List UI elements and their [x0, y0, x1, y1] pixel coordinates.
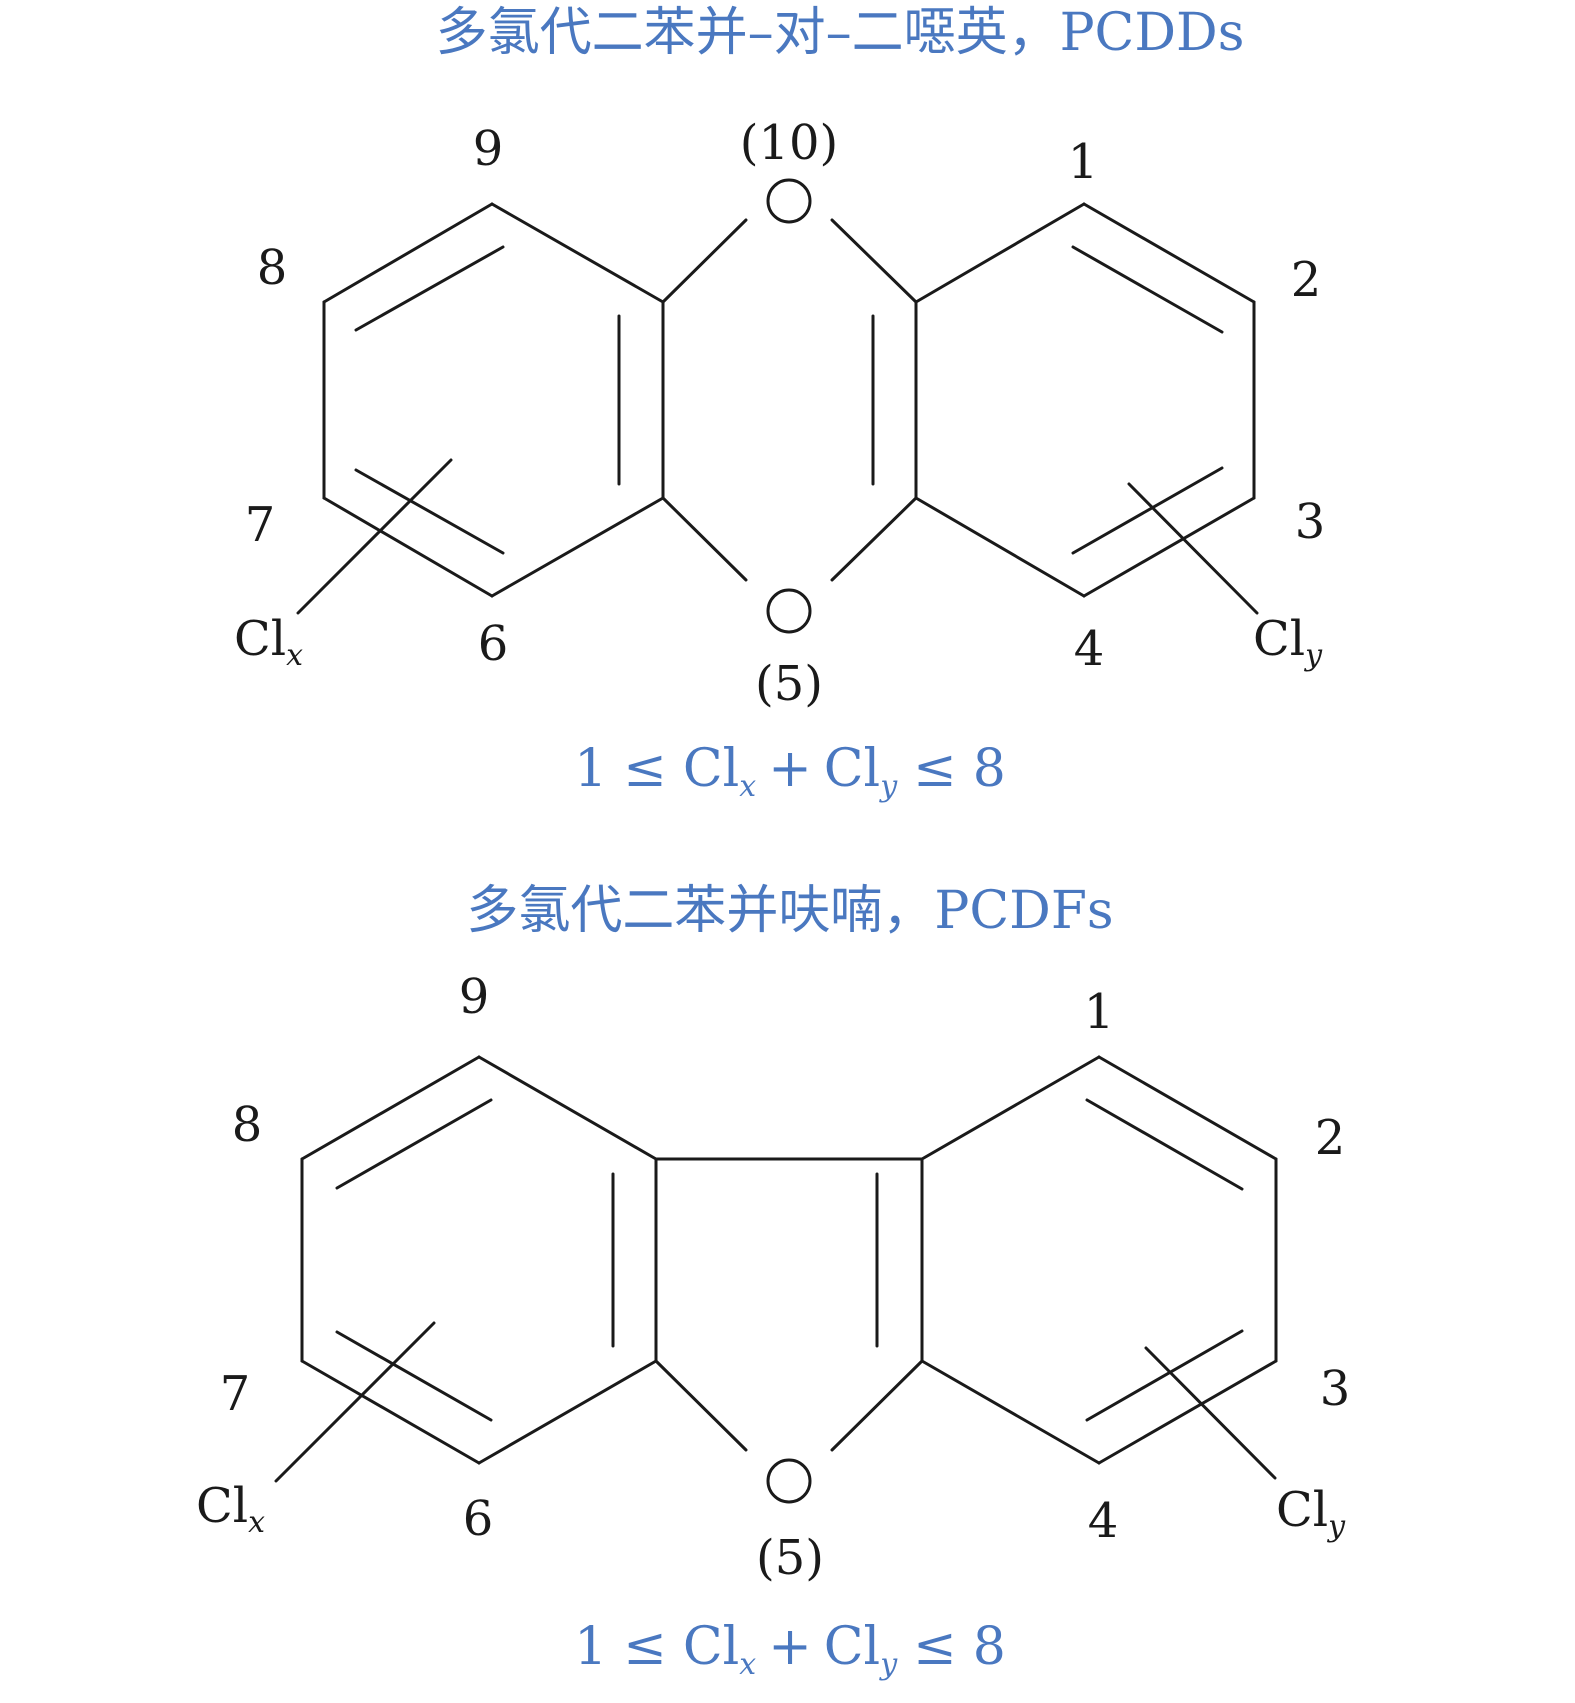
inner-double-bond: [354, 245, 505, 332]
bond: [920, 1359, 1101, 1465]
oxygen-atom-top: [766, 178, 812, 224]
pcdf-position-2: 2: [1315, 1110, 1346, 1166]
inner-double-bond: [335, 1098, 493, 1190]
pcdd-oxygen-top-position: (10): [740, 115, 839, 171]
pcdd-position-7: 7: [245, 497, 276, 553]
inner-double-bond: [1085, 1098, 1244, 1191]
inner-double-bond: [1071, 245, 1224, 334]
substituent-bond-right: [1127, 482, 1259, 615]
pcdf-position-6: 6: [463, 1491, 494, 1547]
bond: [920, 1055, 1101, 1161]
pcdf-substituent-left: Clx: [196, 1478, 265, 1540]
bond: [661, 496, 748, 582]
pcdd-position-4: 4: [1074, 621, 1105, 677]
pcdd-position-9: 9: [473, 121, 504, 177]
bond: [1097, 1055, 1278, 1161]
bond: [1097, 1359, 1278, 1465]
pcdf-position-1: 1: [1084, 984, 1115, 1040]
pcdd-substituent-right: Cly: [1253, 611, 1323, 673]
inner-double-bond: [1085, 1329, 1244, 1422]
bond: [661, 218, 748, 304]
pcdd-title: 多氯代二苯并–对–二噁英，PCDDs: [436, 3, 1245, 63]
substituent-bond-right: [1144, 1346, 1277, 1480]
bond: [830, 1359, 924, 1452]
bond: [322, 202, 494, 304]
pcdd-condition-formula: 1≤Clx+Cly≤8: [574, 739, 1006, 804]
pcdf-position-7: 7: [220, 1366, 251, 1422]
pcdd-position-6: 6: [478, 616, 509, 672]
pcdf-condition-formula: 1≤Clx+Cly≤8: [574, 1617, 1006, 1682]
pcdd-position-8: 8: [257, 240, 288, 296]
bond: [914, 202, 1086, 304]
bond: [914, 496, 1086, 598]
bond: [490, 496, 665, 598]
pcdd-oxygen-bottom-position: (5): [755, 656, 823, 712]
pcdf-title: 多氯代二苯并呋喃，PCDFs: [466, 881, 1113, 941]
bond: [322, 496, 494, 598]
oxygen-atom-bottom: [766, 588, 812, 634]
bond: [300, 1359, 481, 1465]
pcdd-substituent-left: Clx: [234, 611, 303, 673]
bond: [490, 202, 665, 304]
pcdf-position-3: 3: [1320, 1361, 1351, 1417]
pcdf-position-9: 9: [459, 969, 490, 1025]
bond: [300, 1055, 481, 1161]
pcdd-position-2: 2: [1291, 252, 1322, 308]
pcdf-oxygen-position: (5): [756, 1530, 824, 1586]
pcdd-position-3: 3: [1295, 494, 1326, 550]
bond: [1082, 202, 1256, 304]
inner-double-bond: [354, 468, 505, 555]
bond: [477, 1359, 658, 1465]
pcdf-skeleton: [274, 1055, 1278, 1504]
inner-double-bond: [1071, 466, 1224, 555]
substituent-bond-left: [296, 458, 453, 615]
inner-double-bond: [335, 1330, 493, 1422]
pcdf-position-4: 4: [1088, 1493, 1119, 1549]
pcdf-substituent-right: Cly: [1276, 1482, 1346, 1544]
bond: [830, 218, 918, 304]
bond: [830, 496, 918, 582]
bond: [1082, 496, 1256, 598]
bond: [477, 1055, 658, 1161]
pcdd-diagram: 多氯代二苯并–对–二噁英，PCDDs: [234, 3, 1325, 804]
pcdd-skeleton: [296, 178, 1259, 634]
pcdd-position-1: 1: [1068, 134, 1099, 190]
bond: [654, 1359, 748, 1452]
pcdf-position-8: 8: [232, 1097, 263, 1153]
oxygen-atom: [766, 1458, 812, 1504]
substituent-bond-left: [274, 1321, 436, 1483]
pcdf-diagram: 多氯代二苯并呋喃，PCDFs: [196, 881, 1350, 1682]
